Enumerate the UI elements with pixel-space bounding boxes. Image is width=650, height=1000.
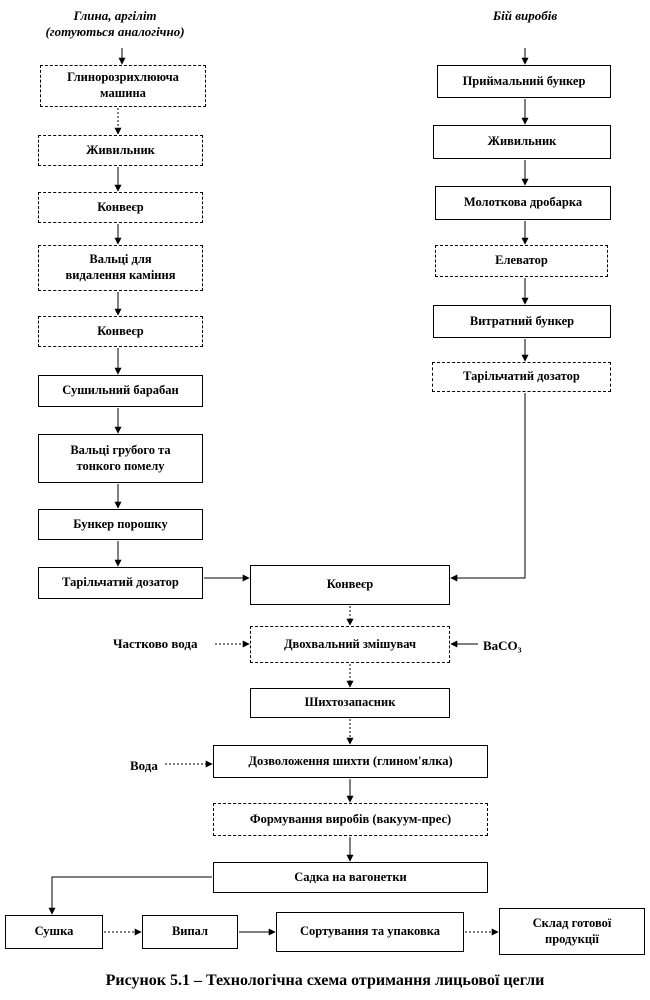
grinding-rollers-box: Вальці грубого та тонкого помелу [38, 434, 203, 483]
drying-drum-box: Сушильний барабан [38, 375, 203, 407]
hammer-crusher-box: Молоткова дробарка [435, 186, 611, 220]
drying-box: Сушка [5, 915, 103, 949]
left-conveyor-2-box: Конвеєр [38, 316, 203, 347]
powder-bunker-box: Бункер порошку [38, 509, 203, 540]
left-plate-dispenser-box: Тарільчатий дозатор [38, 567, 203, 599]
baco3-label: BaCO₃ [483, 638, 522, 653]
arrow-loading-to-drying [48, 876, 212, 915]
kiln-car-loading-box: Садка на вагонетки [213, 862, 488, 893]
center-conveyor-box: Конвеєр [250, 565, 450, 605]
batch-storage-box: Шихтозапасник [250, 688, 450, 718]
header-broken-products: Бій виробів [492, 8, 558, 23]
header-clay: Глина, аргіліт (готуються аналогічно) [45, 8, 185, 40]
left-conveyor-1-box: Конвеєр [38, 192, 203, 223]
sorting-packing-box: Сортування та упаковка [276, 912, 464, 952]
elevator-box: Елеватор [435, 245, 608, 277]
arrow-right-dispenser-to-conveyor [450, 393, 526, 582]
partial-water-label: Частково вода [113, 636, 198, 651]
right-feeder-box: Живильник [433, 125, 611, 159]
batch-processing-box: Дозволоження шихти (глином'ялка) [213, 745, 488, 778]
receiving-bunker-box: Приймальний бункер [437, 65, 611, 98]
water-label: Вода [130, 758, 158, 773]
stone-removal-rollers-box: Вальці для видалення каміння [38, 245, 203, 291]
consumable-bunker-box: Витратний бункер [433, 305, 611, 338]
left-feeder-box: Живильник [38, 135, 203, 166]
twin-shaft-mixer-box: Двохвальний змішувач [250, 626, 450, 663]
vacuum-press-forming-box: Формування виробів (вакуум-прес) [213, 803, 488, 836]
right-plate-dispenser-box: Тарільчатий дозатор [432, 362, 611, 392]
clay-loosening-machine-box: Глинорозрихлююча машина [40, 65, 206, 107]
firing-box: Випал [142, 915, 238, 949]
finished-goods-warehouse-box: Склад готової продукції [499, 908, 645, 955]
figure-caption: Рисунок 5.1 – Технологічна схема отриман… [105, 972, 545, 989]
